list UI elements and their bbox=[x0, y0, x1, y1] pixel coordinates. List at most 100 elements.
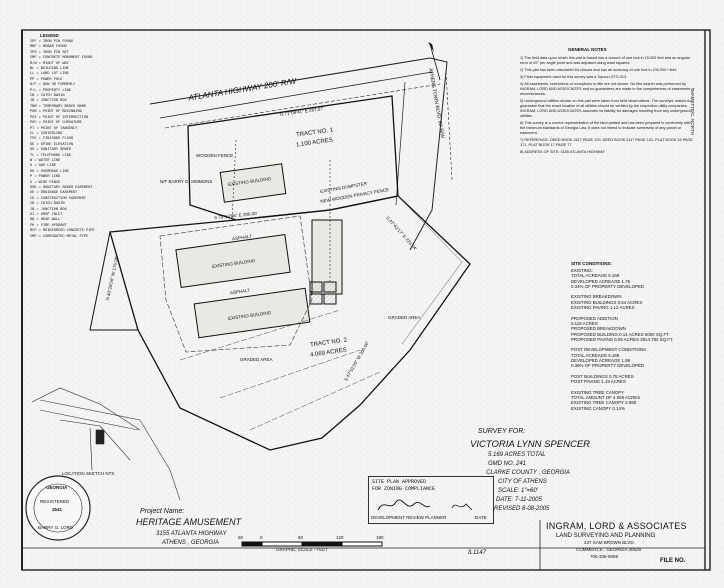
legend-item: FFE = FINISHED FLOOR bbox=[30, 137, 74, 142]
scale-tick-3: 120 bbox=[336, 535, 344, 540]
site-conditions-title: SITE CONDITIONS: bbox=[571, 261, 613, 266]
legend-item: LL = LAND LOT LINE bbox=[30, 72, 69, 77]
firm-street: 437 SAM BROWN BLVD. bbox=[584, 540, 635, 545]
site-condition-line: TOTAL ACREAGE 5.169 bbox=[571, 273, 620, 279]
scale: SCALE: 1"=60' bbox=[498, 488, 538, 494]
legend-item: SSE = SANITARY SEWER EASEMENT bbox=[30, 185, 93, 190]
site-condition-line: PROPOSED ADDITION bbox=[571, 315, 618, 321]
site-condition-line: POST PAVING 1.19 ACRES bbox=[571, 379, 626, 385]
graded-area-label-2: GRADED AREA bbox=[388, 315, 421, 320]
site-condition-line: POST BUILDINGS 0.78 ACRES bbox=[571, 373, 634, 379]
surveyor-seal-icon bbox=[25, 475, 91, 541]
legend-item: RBF = REBAR FOUND bbox=[30, 45, 67, 50]
project-name: HERITAGE AMUSEMENT bbox=[136, 517, 242, 527]
acres-total: 5.169 ACRES TOTAL bbox=[488, 452, 546, 458]
legend-item: N/F = NOW OR FORMERLY bbox=[30, 83, 76, 88]
site-condition-line: PROPOSED PAVING 0.09 ACRES 3914.782 SQ.F… bbox=[571, 336, 674, 342]
county: CLARKE COUNTY , GEORGIA bbox=[486, 470, 570, 476]
legend-item: JB = JUNCTION BOX bbox=[30, 99, 67, 104]
site-condition-line: EXISTING TREE CANOPY bbox=[571, 389, 625, 395]
general-note: 3) Field equipment used for this survey … bbox=[520, 75, 628, 79]
legend-item: PP = POWER POLE bbox=[30, 77, 63, 82]
approval-line1: SITE PLAN APPROVED bbox=[372, 479, 427, 485]
legend-item: POB = POINT OF BEGINNING bbox=[30, 110, 82, 115]
existing-buildings bbox=[175, 163, 343, 339]
scale-tick-1: 0 bbox=[260, 535, 263, 540]
location-sketch bbox=[31, 387, 141, 471]
location-sketch-label: LOCATION SKETCH NTS bbox=[62, 471, 115, 476]
date: DATE: 7-11-2005 bbox=[496, 497, 542, 503]
wooden-fence-label: WOODEN FENCE bbox=[196, 153, 234, 158]
legend-item: CB = CATCH BASIN bbox=[30, 202, 65, 207]
legend-item: IPS = IRON PIN SET bbox=[30, 50, 69, 55]
legend-item: HW = HEAD WALL bbox=[30, 218, 61, 223]
general-notes: 1) The field data upon which this plat i… bbox=[520, 56, 695, 157]
site-condition-line: DEVELOPED ACREAGE 1.76 bbox=[571, 278, 631, 284]
graphic-scale-label: GRAPHIC SCALE - FEET bbox=[276, 547, 329, 552]
site-condition-line: TOTAL ACREAGE 5.169 bbox=[571, 352, 620, 358]
legend-item: SE = SPIKE ELEVATION bbox=[30, 142, 74, 147]
scale-tick-0: 60 bbox=[238, 535, 244, 540]
site-condition-line: 0.34% OF PROPERTY DEVELOPED bbox=[571, 283, 645, 289]
general-note: 8) ADDRESS OF SITE: 3155 ATLANTA HIGHWAY bbox=[520, 150, 605, 154]
legend-item: BL = BUILDING LINE bbox=[30, 67, 69, 72]
project-address: 3155 ATLANTA HIGHWAY bbox=[156, 531, 227, 537]
file-no: FILE NO. bbox=[660, 558, 686, 564]
legend-item: OH = OVERHEAD LINE bbox=[30, 169, 69, 174]
sheet-id: IL1147 bbox=[468, 550, 486, 556]
city: CITY OF ATHENS bbox=[498, 479, 547, 485]
approval-signer-title: DEVELOPMENT REVIEW PLANNER bbox=[371, 515, 447, 520]
legend-item: CL = CENTERLINE bbox=[30, 131, 63, 136]
general-note: 6) This survey is a correct representati… bbox=[520, 121, 691, 135]
legend-item: P = POWER LINE bbox=[30, 175, 61, 180]
legend-item: X = WIRE FENCE bbox=[30, 180, 61, 185]
legend-item: SS = SANITARY SEWER bbox=[30, 148, 71, 153]
site-condition-line: EXISTING: bbox=[571, 268, 593, 273]
firm-phone: 706-335-9069 bbox=[590, 554, 619, 559]
legend-item: W = WATER LINE bbox=[30, 158, 61, 163]
site-condition-line: 0.38% OF PROPERTY DEVELOPED bbox=[571, 363, 645, 369]
site-condition-line: EXISTING BREAKDOWN bbox=[571, 294, 622, 300]
atlanta-highway bbox=[149, 57, 441, 129]
general-note: 4) All easements, restrictions or except… bbox=[520, 82, 695, 96]
legend-item: JB = JUNCTION BOX bbox=[30, 207, 67, 212]
legend-item: PT = POINT OF TANGENCY bbox=[30, 126, 78, 131]
legend-item: R/W = RIGHT OF WAY bbox=[30, 61, 69, 66]
site-condition-line: 0.118 ACRES bbox=[571, 320, 598, 326]
site-condition-line: EXISTING TREE CANOPY 2.960 bbox=[571, 400, 637, 406]
legend-title: LEGEND bbox=[40, 33, 59, 38]
tract2-boundary bbox=[109, 195, 471, 451]
site-condition-line: POST DEVELOPMENT CONDITIONS bbox=[571, 347, 646, 353]
site-condition-line: TOTAL AMOUNT OF 4.069 ACRES bbox=[571, 395, 641, 401]
scale-tick-2: 60 bbox=[298, 535, 304, 540]
survey-for-label: SURVEY FOR: bbox=[478, 428, 526, 435]
signature-icon bbox=[377, 499, 431, 511]
legend-item: TBM = TEMPORARY BENCH MARK bbox=[30, 104, 87, 109]
legend-item: CB = CATCH BASIN bbox=[30, 94, 65, 99]
general-notes-title: GENERAL NOTES bbox=[568, 47, 607, 52]
legend-item: CO = CONSTRUCTION EASEMENT bbox=[30, 196, 87, 201]
legend-item: G = GAS LINE bbox=[30, 164, 56, 169]
scale-tick-4: 180 bbox=[376, 535, 384, 540]
firm-subtitle: LAND SURVEYING AND PLANNING bbox=[556, 533, 656, 539]
legend-item: DI = DROP INLET bbox=[30, 213, 63, 217]
legend-item: POI = POINT OF INTERSECTION bbox=[30, 115, 89, 120]
revised-date: REVISED 8-08-2005 bbox=[494, 506, 550, 512]
seal-top: GEORGIA bbox=[46, 485, 68, 490]
seal-number: 2541 bbox=[52, 507, 63, 512]
mamed-mark: MAMETTE/C. NORTH bbox=[690, 90, 695, 135]
site-condition-line: PROPOSED BUILDING 0.14 ACRES 6000 SQ.FT. bbox=[571, 331, 670, 337]
approval-stamp: SITE PLAN APPROVED FOR ZONING COMPLIANCE… bbox=[368, 476, 494, 524]
approval-date-label: DATE bbox=[475, 515, 487, 520]
general-note: 5) Underground utilities shown on this p… bbox=[520, 99, 692, 118]
seal-middle: REGISTERED bbox=[40, 499, 70, 504]
legend-item: IPF = IRON PIN FOUND bbox=[30, 40, 74, 44]
legend-item: FH = FIRE HYDRANT bbox=[30, 223, 67, 228]
approval-line2: FOR ZONING COMPLIANCE bbox=[372, 486, 436, 492]
general-note: 7) REFERENCE: DEED BOOK 2117 PAGE 129, D… bbox=[520, 138, 693, 147]
site-condition-line: EXISTING BUILDINGS 0.64 ACRES bbox=[571, 299, 643, 305]
